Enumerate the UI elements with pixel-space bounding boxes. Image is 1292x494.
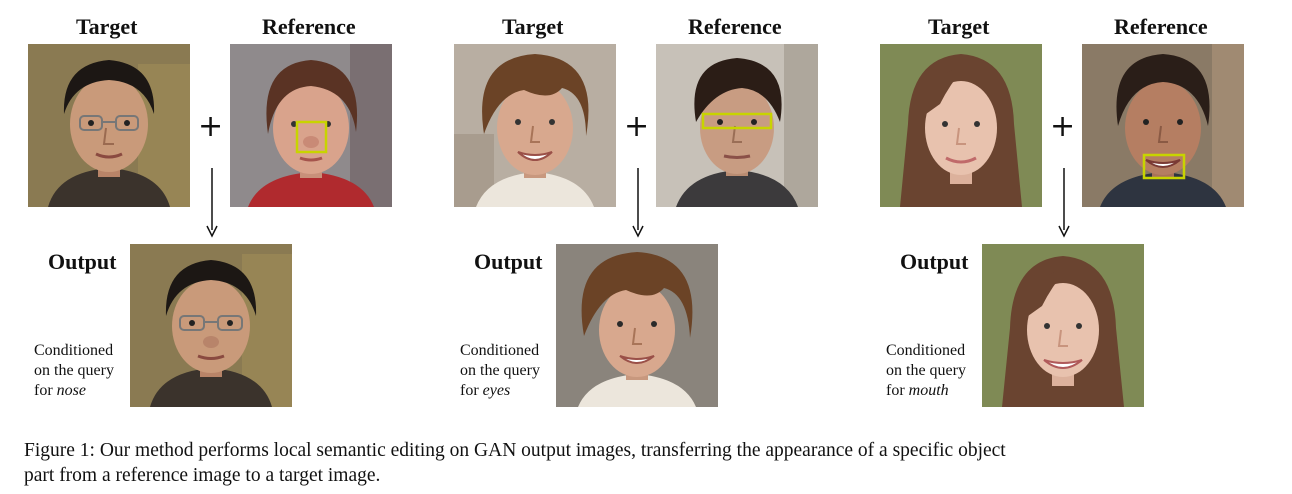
target-face-image — [880, 44, 1042, 207]
down-arrow-icon — [1058, 168, 1070, 238]
condition-note: Conditioned on the query for mouth — [886, 341, 966, 401]
note-line-2: on the query — [34, 362, 114, 379]
plus-sign: + — [624, 109, 650, 144]
plus-sign: + — [1050, 109, 1076, 144]
note-line-3: for nose — [34, 382, 86, 399]
condition-note: Conditioned on the query for nose — [34, 341, 114, 401]
note-line-2: on the query — [460, 362, 540, 379]
note-line-1: Conditioned — [886, 342, 966, 359]
caption-line-2: part from a reference image to a target … — [24, 465, 381, 486]
query-part: nose — [56, 382, 86, 399]
output-label: Output — [474, 249, 543, 274]
caption-line-1: Figure 1: Our method performs local sema… — [24, 440, 1006, 461]
example-panel-eyes: Target Reference + — [426, 0, 846, 420]
reference-face-image — [230, 44, 392, 207]
condition-note: Conditioned on the query for eyes — [460, 341, 540, 401]
query-part: mouth — [908, 382, 949, 399]
reference-label: Reference — [688, 14, 782, 39]
example-panel-mouth: Target Reference + — [852, 0, 1272, 420]
down-arrow-icon — [632, 168, 644, 238]
target-face-image — [28, 44, 190, 207]
target-label: Target — [928, 14, 990, 39]
output-label: Output — [48, 249, 117, 274]
output-face-image — [556, 244, 718, 407]
reference-label: Reference — [262, 14, 356, 39]
note-line-3: for mouth — [886, 382, 949, 399]
output-label: Output — [900, 249, 969, 274]
query-part: eyes — [482, 382, 511, 399]
output-face-image — [982, 244, 1144, 407]
reference-label: Reference — [1114, 14, 1208, 39]
reference-face-image — [1082, 44, 1244, 207]
note-line-2: on the query — [886, 362, 966, 379]
note-line-3: for eyes — [460, 382, 511, 399]
target-label: Target — [76, 14, 138, 39]
example-panel-nose: Target Reference + — [0, 0, 420, 420]
target-face-image — [454, 44, 616, 207]
note-line-1: Conditioned — [34, 342, 114, 359]
down-arrow-icon — [206, 168, 218, 238]
plus-sign: + — [198, 109, 224, 144]
note-line-1: Conditioned — [460, 342, 540, 359]
reference-face-image — [656, 44, 818, 207]
figure-caption: Figure 1: Our method performs local sema… — [24, 438, 1274, 488]
output-face-image — [130, 244, 292, 407]
target-label: Target — [502, 14, 564, 39]
